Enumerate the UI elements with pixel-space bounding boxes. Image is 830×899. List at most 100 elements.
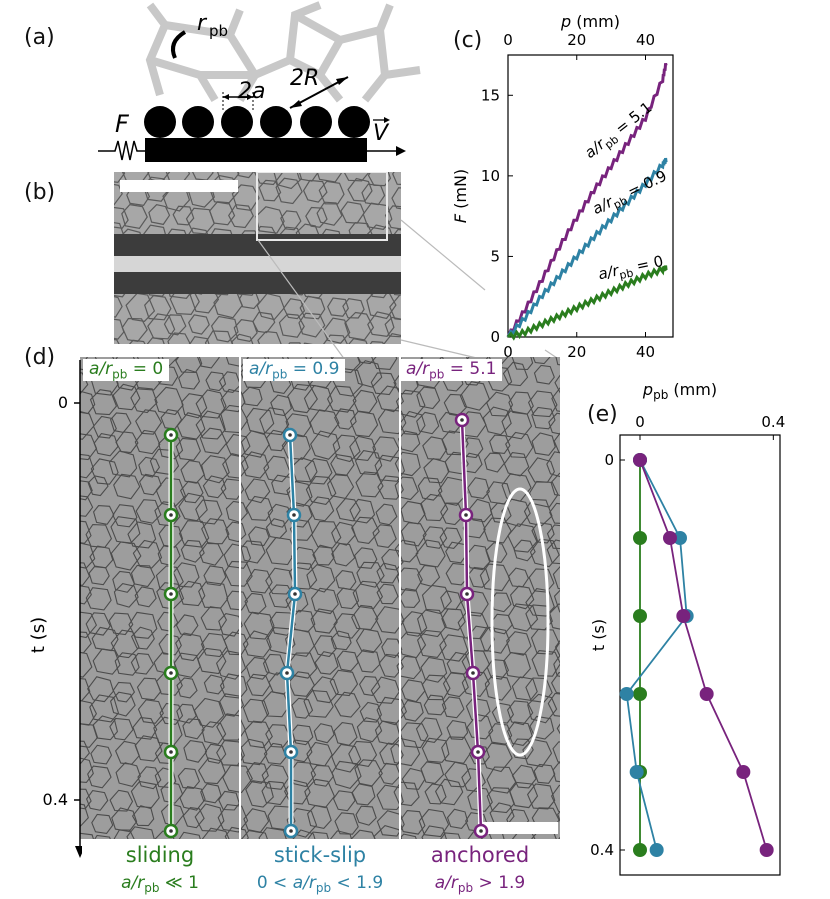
foam-cell <box>108 612 134 636</box>
foam-cell <box>200 632 228 658</box>
track-line <box>285 434 297 831</box>
foam-cell <box>305 206 328 228</box>
foam-cell <box>244 478 271 504</box>
track-marker-dot <box>169 750 173 754</box>
foam-cell <box>434 778 464 806</box>
foam-cell <box>225 521 247 543</box>
foam-cell <box>308 496 335 522</box>
foam-cell <box>417 477 443 501</box>
foam-cell <box>289 519 314 541</box>
header-green-tail: = 0 <box>127 359 164 379</box>
foam-cell <box>349 498 376 524</box>
foam-cell <box>195 499 223 525</box>
foam-cell <box>240 451 270 479</box>
foam-cell <box>313 723 335 744</box>
foam-cell <box>144 295 172 321</box>
foam-cell <box>288 562 318 590</box>
foam-cell <box>376 562 400 584</box>
x-tick-label: 0 <box>503 343 513 361</box>
foam-cell <box>111 807 138 833</box>
foam-cell <box>210 315 239 343</box>
foam-cell <box>108 450 138 478</box>
foam-cell <box>110 541 142 571</box>
foam-cell <box>158 633 182 656</box>
foam-cell <box>259 407 290 436</box>
foam-cell <box>511 764 537 789</box>
foam-cell <box>205 371 227 392</box>
foam-cell <box>354 450 383 476</box>
schematic-a: r pb 2a 2R F V <box>98 1 421 162</box>
y-tick-label: 0.4 <box>590 841 614 859</box>
foam-cell <box>203 674 225 695</box>
foam-cell <box>501 498 531 528</box>
sliding-plate <box>145 138 367 162</box>
foam-cell <box>222 764 253 794</box>
y-tick-label: 15 <box>481 86 500 104</box>
foam-cell <box>392 172 401 186</box>
foam-cell <box>381 548 404 571</box>
foam-cell <box>398 631 427 659</box>
mode-stick-slip: stick-slip <box>274 843 366 867</box>
foam-cell <box>489 434 511 454</box>
header-blue: a/rpb = 0.9 <box>243 359 346 382</box>
foam-cell <box>137 766 162 790</box>
foam-cell <box>218 371 242 393</box>
foam-cell <box>220 388 246 413</box>
foam-cell <box>273 172 303 190</box>
foam-cell <box>355 471 384 498</box>
two-R-label: 2R <box>290 66 319 91</box>
foam-cell <box>468 745 490 765</box>
foam-cell <box>310 430 341 460</box>
foam-cell <box>531 406 556 430</box>
foam-cell <box>354 360 383 388</box>
foam-cell <box>310 587 339 615</box>
track-marker-dot <box>285 671 289 675</box>
foam-cell <box>376 385 405 413</box>
foam-cell <box>183 740 208 763</box>
micrograph-b <box>114 172 401 344</box>
foam-cell <box>446 808 469 829</box>
foam-cell <box>502 361 529 387</box>
foam-cell <box>92 648 121 675</box>
foam-cell <box>88 565 110 586</box>
foam-cell <box>349 435 377 461</box>
foam-cell <box>125 292 156 322</box>
foam-cell <box>372 436 400 462</box>
foam-cell <box>228 204 254 229</box>
foam-cell <box>531 650 562 677</box>
foam-cell <box>180 539 205 563</box>
foam-cell <box>351 782 376 806</box>
foam-cell <box>394 476 419 501</box>
foam-cell <box>244 592 267 615</box>
kymo-t-axis: 0 0.4 t (s) <box>28 360 82 858</box>
foam-cell <box>134 735 163 762</box>
series-point-green <box>633 687 647 701</box>
series-point-green <box>633 609 647 623</box>
y-tick-label: 5 <box>490 247 500 265</box>
track-marker-dot <box>169 513 173 517</box>
foam-cell <box>379 742 404 766</box>
foam-cell <box>109 789 134 812</box>
series-point-purple <box>663 531 677 545</box>
foam-cell <box>331 743 362 773</box>
foam-cell <box>130 780 160 809</box>
mode-anchored: anchored <box>431 843 529 867</box>
foam-cell <box>444 761 472 788</box>
foam-cell <box>172 205 195 226</box>
foam-cell <box>175 614 199 637</box>
foam-cell <box>306 804 332 830</box>
foam-cell <box>243 611 275 640</box>
track-marker-dot <box>464 513 468 517</box>
foam-cell <box>90 744 113 765</box>
panel-label-c: (c) <box>453 28 483 53</box>
foam-cell <box>488 723 513 745</box>
foam-cell <box>349 410 379 438</box>
foam-cell <box>201 518 230 545</box>
foam-cell <box>261 780 289 806</box>
x-axis-label: t (s) <box>574 372 606 375</box>
x2-tick-label: 0 <box>503 31 513 49</box>
foam-cell <box>491 702 515 724</box>
r-sub-label: pb <box>209 22 228 40</box>
foam-cell <box>87 765 112 789</box>
foam-cell <box>195 389 227 419</box>
